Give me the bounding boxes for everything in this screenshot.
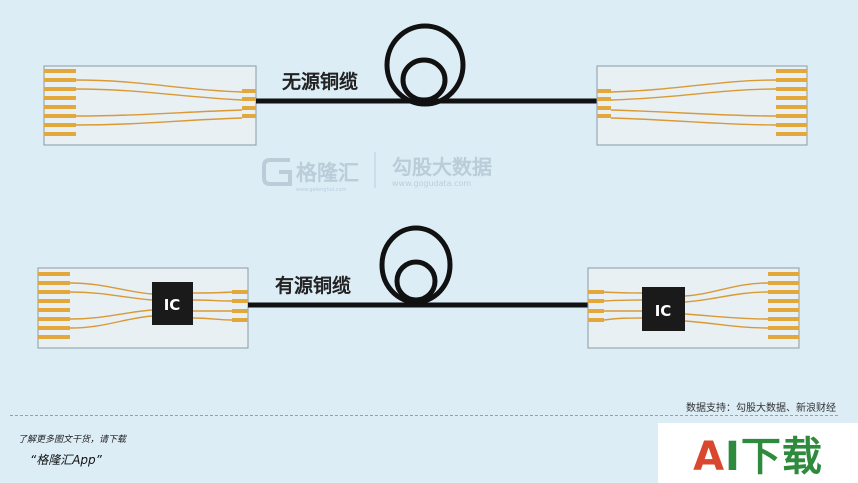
left-ic-label: IC — [164, 296, 181, 314]
active-cable-label: 有源铜缆 — [275, 274, 351, 297]
ai-letter-a: A — [693, 434, 726, 480]
cable-diagram: 无源铜缆 格隆汇 www — [37, 23, 808, 349]
watermark-brand: 格隆汇 — [296, 161, 359, 185]
left-contacts-top — [242, 89, 256, 118]
right-traces-bottom-out — [684, 282, 769, 329]
active-cable-coil — [379, 225, 453, 305]
passive-cable-assembly: 无源铜缆 — [43, 23, 808, 146]
right-traces-top — [610, 79, 777, 126]
ai-download-logo: AI下载 — [693, 424, 823, 482]
left-traces-top — [75, 79, 243, 126]
footer-divider — [10, 415, 838, 416]
left-connector-board-bottom — [37, 267, 249, 349]
right-contacts-top — [597, 89, 611, 118]
left-pads-bottom — [38, 272, 70, 339]
right-connector-board-bottom — [587, 267, 800, 349]
promo-text: 了解更多图文干货，请下载 — [18, 435, 127, 445]
watermark-data-url: www.gogudata.com — [392, 179, 471, 188]
data-source-note: 数据支持：勾股大数据、新浪财经 — [686, 403, 836, 414]
left-ic-chip — [152, 282, 193, 325]
right-traces-bottom-in — [603, 291, 643, 321]
promo-app-name: “格隆汇App” — [30, 453, 102, 467]
ai-download-word: 下载 — [740, 434, 823, 480]
gelonghui-logo-icon — [262, 158, 292, 186]
right-pads-top — [776, 69, 807, 136]
left-contacts-bottom — [232, 290, 248, 322]
right-connector-board-top — [596, 65, 808, 146]
watermark-brand-url: www.gelonghui.com — [296, 187, 347, 193]
left-traces-bottom-in — [69, 282, 153, 329]
left-pads-top — [44, 69, 76, 136]
left-connector-board-top — [43, 65, 257, 146]
left-traces-bottom-out — [192, 291, 233, 321]
watermark: 格隆汇 www.gelonghui.com 勾股大数据 www.gogudata… — [262, 152, 492, 193]
ai-letter-i: I — [725, 434, 741, 480]
right-contacts-bottom — [588, 290, 604, 322]
right-pads-bottom — [768, 272, 799, 339]
active-cable-assembly: IC 有源铜缆 — [37, 225, 800, 349]
watermark-data: 勾股大数据 — [392, 155, 492, 179]
passive-cable-coil — [384, 23, 466, 107]
right-ic-chip — [642, 287, 685, 331]
passive-cable-label: 无源铜缆 — [282, 70, 358, 93]
right-ic-label: IC — [655, 302, 672, 320]
ai-download-badge[interactable]: AI下载 — [658, 423, 858, 483]
